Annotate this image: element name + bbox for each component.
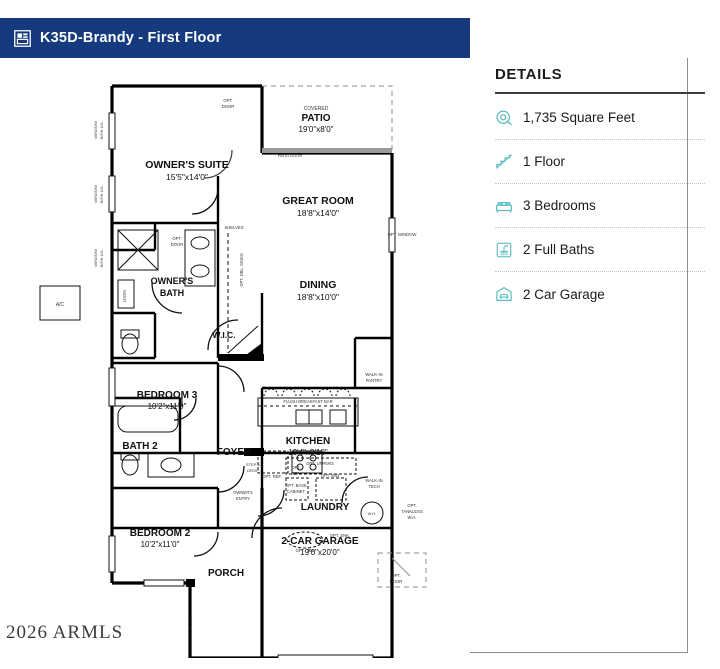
- tape-measure-icon: [496, 109, 512, 125]
- annot-opt-base-cabinet-l2: CABINET: [287, 489, 306, 494]
- room-label-foyer: FOYER: [217, 447, 252, 458]
- windows: [108, 112, 396, 658]
- annot-window-hdr-1-l2: WINDOW: [93, 121, 98, 139]
- room-label-owners-bath-line1: OWNER'S: [151, 276, 194, 286]
- detail-square-feet: 1,735 Square Feet: [495, 96, 705, 140]
- room-label-laundry: LAUNDRY: [301, 502, 350, 513]
- detail-bedrooms: 3 Bedrooms: [495, 184, 705, 228]
- details-heading: DETAILS: [495, 66, 563, 83]
- room-label-great-room: GREAT ROOM: [282, 195, 354, 207]
- annot-window-hdr-2-l2: WINDOW: [93, 185, 98, 203]
- annot-walk-in-tech-l2: TECH: [368, 484, 379, 489]
- annot-opt-spa-l2: SPA: [292, 471, 300, 476]
- annot-opt-tankless-l2: TANKLESS: [401, 509, 423, 514]
- annot-walk-in-pantry-l1: WALK-IN: [365, 372, 382, 377]
- annot-walk-in-pantry-l2: PANTRY: [366, 378, 383, 383]
- plan-title: K35D-Brandy - First Floor: [40, 30, 222, 46]
- annot-opt-window-right: OPT. WINDOW: [388, 232, 417, 237]
- shower-icon: [496, 242, 512, 257]
- annot-walk-in-tech-l1: WALK-IN: [365, 478, 382, 483]
- floorplan-icon: [14, 29, 31, 47]
- room-label-kitchen: KITCHEN: [286, 436, 330, 447]
- annot-opt-sink: OPT. SNK.: [330, 533, 350, 538]
- annot-breakfast-bar: FLUSH BREAKFAST BAR: [283, 399, 332, 404]
- room-label-dining: DINING: [300, 279, 337, 291]
- annot-owners-entry-l2: ENTRY: [236, 496, 250, 501]
- fixtures: [39, 229, 427, 658]
- room-dim-garage: 19'0"x20'0": [300, 548, 340, 557]
- annot-opt-tub: OPT. TUB: [296, 548, 315, 553]
- room-label-patio: PATIO: [301, 113, 330, 124]
- page-frame-right: [687, 58, 688, 653]
- detail-label: 2 Full Baths: [523, 242, 595, 257]
- annot-owners-entry-l1: OWNER'S: [233, 490, 253, 495]
- room-label-bedroom2: BEDROOM 2: [130, 528, 191, 539]
- bed-icon: [495, 201, 513, 213]
- annot-opt-door-garage-l1: OPT.: [391, 573, 400, 578]
- garage-car-icon: [496, 287, 512, 301]
- annot-step-drop-l1: STEP &: [246, 462, 260, 467]
- detail-label: 3 Bedrooms: [523, 198, 596, 213]
- annot-opt-uppers: OPT. UPPERS: [306, 461, 334, 466]
- room-label-garage: 2-CAR GARAGE: [281, 536, 359, 547]
- room-label-owners-suite: OWNER'S SUITE: [145, 159, 229, 171]
- room-label-owners-bath-line2: BATH: [160, 288, 184, 298]
- room-label-bedroom3: BEDROOM 3: [137, 390, 198, 401]
- annot-water-heater: W.H.: [368, 511, 377, 516]
- annot-opt-shower-door-l2: DOOR: [171, 242, 184, 247]
- room-dim-bedroom3: 10'2"x11'0": [148, 402, 187, 411]
- plan-header: K35D-Brandy - First Floor: [0, 18, 470, 58]
- exterior-walls: [110, 84, 394, 658]
- watermark: 2026 ARMLS: [6, 622, 124, 643]
- annot-opt-spa-l1: OPT.: [291, 465, 300, 470]
- annot-opt-ref: OPT. REF.: [262, 474, 282, 479]
- annot-opt-base-cabinet-l1: OPT. BASE: [285, 483, 307, 488]
- annot-opt-wd: OPT. W/D: [321, 473, 340, 478]
- annot-window-hdr-3-l1: HIGH LVL.: [99, 248, 104, 267]
- room-dim-owners-suite: 15'5"x14'0": [166, 172, 208, 182]
- interior-walls: [112, 176, 392, 583]
- room-dim-great-room: 18'8"x14'0": [297, 208, 339, 218]
- patio-prefix: COVERED: [304, 106, 329, 112]
- room-dim-patio: 19'0"x8'0": [299, 125, 334, 134]
- annot-patio-door: PATIO DOOR: [278, 153, 303, 158]
- annot-step-drop-l2: DROP: [247, 468, 259, 473]
- annot-window-hdr-2-l1: HIGH LVL.: [99, 184, 104, 203]
- floorplan-drawing: OWNER'S SUITE 15'5"x14'0" COVERED PATIO …: [39, 84, 427, 658]
- detail-label: 1 Floor: [523, 154, 566, 169]
- detail-label: 2 Car Garage: [523, 286, 605, 302]
- detail-label: 1,735 Square Feet: [523, 110, 635, 125]
- details-panel: DETAILS 1,735 Square Feet 1 Floor: [495, 66, 705, 316]
- annot-window-hdr-1-l1: HIGH LVL.: [99, 120, 104, 139]
- details-divider: [495, 92, 705, 94]
- annot-opt-tankless-l3: W.H.: [407, 515, 416, 520]
- annot-window-hdr-3-l2: WINDOW: [93, 249, 98, 267]
- room-label-wic: W.I.C.: [212, 330, 235, 340]
- patio-outline: [262, 85, 393, 153]
- annot-opt-dbl-sinks: OPT. DBL. SINKS: [239, 253, 244, 287]
- annot-opt-shower-door-l1: OPT.: [172, 236, 181, 241]
- annot-shelves: SHELVES: [224, 225, 243, 230]
- annot-opt-door-garage-l2: DOOR: [390, 579, 403, 584]
- annot-opt-tankless-l1: OPT.: [407, 503, 416, 508]
- wall-blocks: [186, 343, 264, 587]
- detail-garage: 2 Car Garage: [495, 272, 705, 316]
- stairs-icon: [496, 154, 512, 169]
- detail-baths: 2 Full Baths: [495, 228, 705, 272]
- room-label-porch: PORCH: [208, 568, 244, 579]
- annot-ac-unit: A/C: [56, 302, 65, 308]
- floorplan-canvas[interactable]: OWNER'S SUITE 15'5"x14'0" COVERED PATIO …: [0, 58, 470, 658]
- annot-opt-door-suite-l1: OPT.: [223, 98, 232, 103]
- detail-floors: 1 Floor: [495, 140, 705, 184]
- annot-opt-door-suite-l2: DOOR: [222, 104, 235, 109]
- annot-linen: LINEN: [122, 290, 127, 302]
- room-dim-dining: 18'8"x10'0": [297, 292, 339, 302]
- room-dim-bedroom2: 10'2"x11'0": [141, 540, 180, 549]
- room-label-bath2: BATH 2: [122, 441, 158, 452]
- door-swings: [151, 149, 369, 557]
- room-dim-kitchen: 19'4"x9'10": [288, 448, 328, 457]
